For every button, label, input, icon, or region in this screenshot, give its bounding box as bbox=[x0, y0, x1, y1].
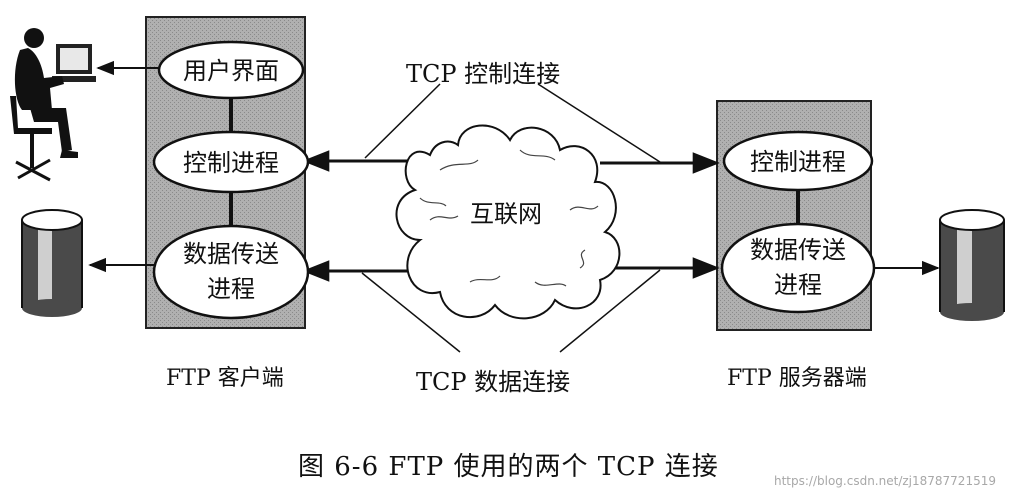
client-database-cylinder-icon bbox=[21, 209, 83, 317]
tcp-control-connection-label: TCP 控制连接 bbox=[406, 60, 561, 88]
server-database-cylinder-icon bbox=[939, 209, 1005, 321]
user-at-computer-icon bbox=[10, 28, 96, 182]
server-data-node: 数据传送 进程 bbox=[720, 222, 876, 314]
client-panel-label: FTP 客户端 bbox=[166, 366, 284, 391]
internet-label: 互联网 bbox=[470, 200, 542, 228]
client-data-label-line1: 数据传送 bbox=[183, 240, 279, 268]
client-ui-label: 用户界面 bbox=[183, 57, 279, 85]
data-label-pointer-right bbox=[559, 269, 661, 353]
server-data-label-line2: 进程 bbox=[774, 271, 822, 299]
cloud-icon bbox=[395, 124, 621, 320]
watermark-url: https://blog.csdn.net/zj18787721519 bbox=[774, 474, 996, 488]
control-label-pointer-left bbox=[364, 83, 441, 159]
data-label-pointer-left bbox=[361, 272, 461, 353]
client-data-label-line2: 进程 bbox=[207, 275, 255, 303]
control-label-pointer-right bbox=[537, 83, 661, 163]
tcp-data-connection-label: TCP 数据连接 bbox=[416, 368, 571, 396]
client-control-node: 控制进程 bbox=[152, 130, 310, 194]
server-control-node: 控制进程 bbox=[722, 130, 874, 192]
server-control-label: 控制进程 bbox=[750, 148, 846, 176]
client-control-label: 控制进程 bbox=[183, 149, 279, 177]
client-data-node: 数据传送 进程 bbox=[152, 224, 310, 320]
server-data-label-line1: 数据传送 bbox=[750, 236, 846, 264]
figure-caption: 图 6-6 FTP 使用的两个 TCP 连接 bbox=[298, 452, 719, 482]
server-panel-label: FTP 服务器端 bbox=[727, 366, 867, 391]
client-ui-node: 用户界面 bbox=[157, 40, 305, 100]
